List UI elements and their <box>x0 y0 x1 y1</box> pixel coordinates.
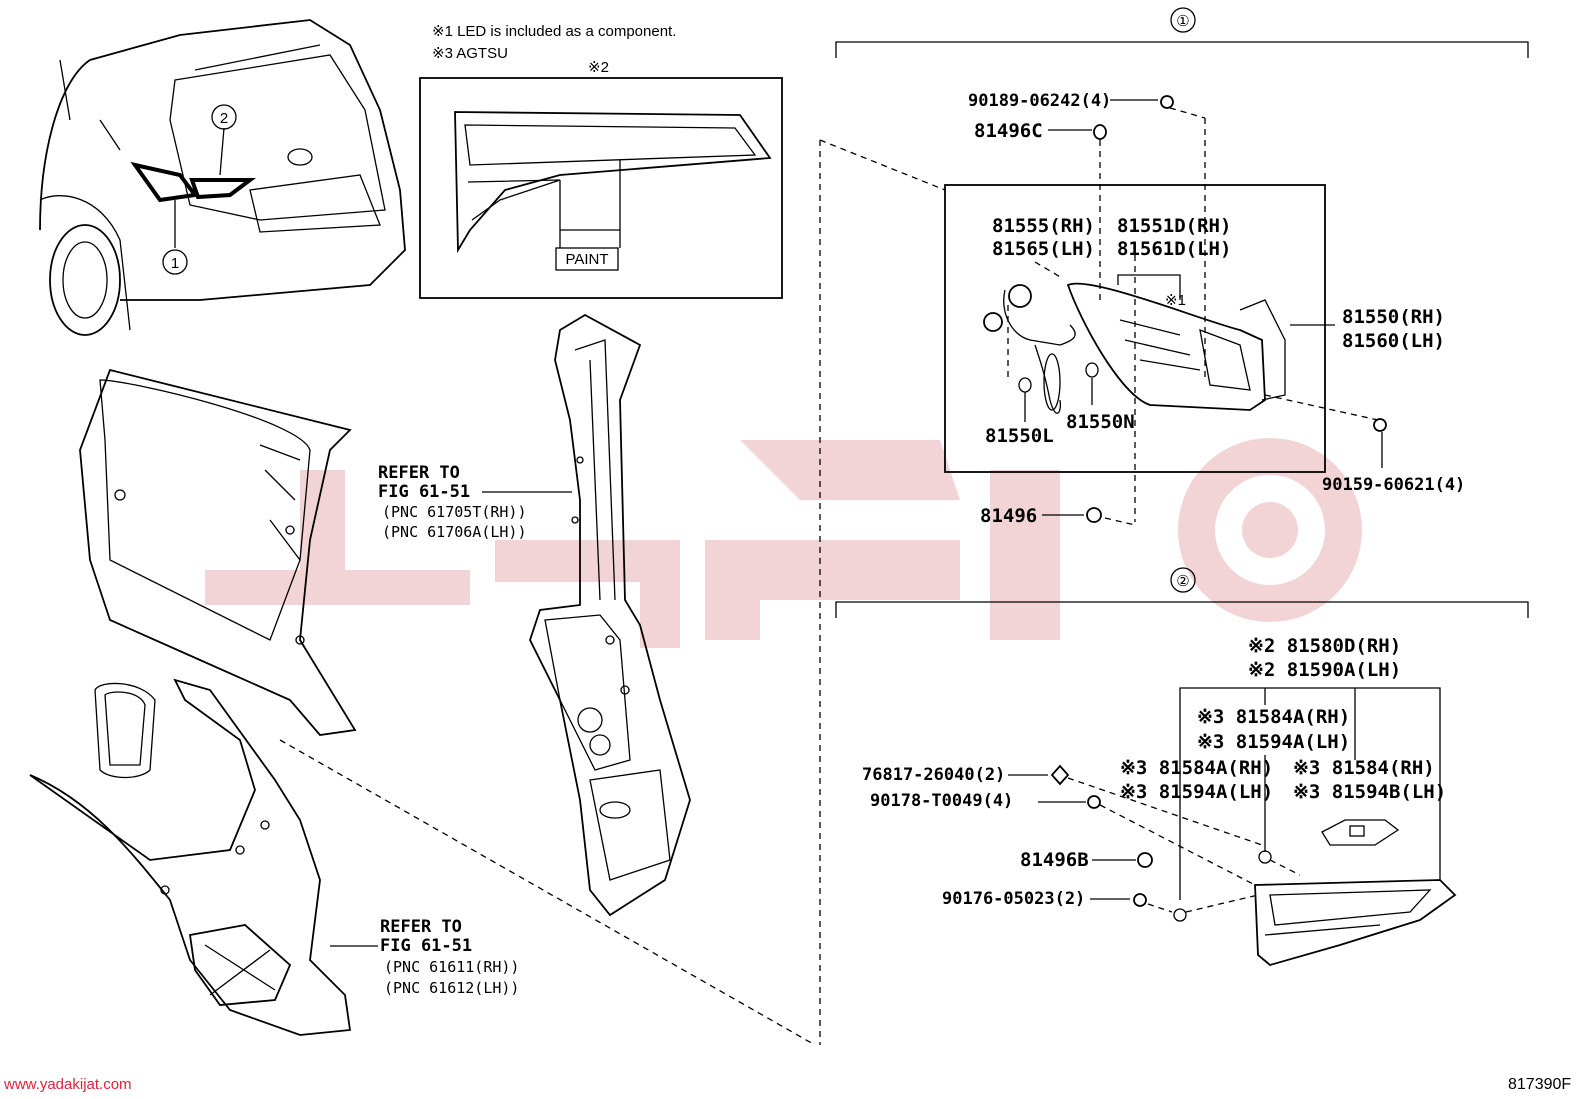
watermark-logo <box>205 438 1362 648</box>
part-81496: 81496 <box>980 505 1037 527</box>
part-90159-60621: 90159-60621(4) <box>1322 475 1465 495</box>
diagram-code: 817390F <box>1508 1076 1572 1093</box>
section-2-bracket: ② <box>835 567 1529 618</box>
vehicle-rear-view: 1 2 <box>39 19 406 336</box>
section-1-marker: ① <box>1176 13 1189 30</box>
paint-label: PAINT <box>565 251 608 268</box>
part-81555-rh: 81555(RH) <box>992 215 1095 237</box>
refer-lower-line2: FIG 61-51 <box>380 936 472 956</box>
upper-body-reference: REFER TO FIG 61-51 (PNC 61705T(RH)) (PNC… <box>378 463 572 541</box>
led-mark: ※1 <box>1165 292 1186 309</box>
paint-inset: PAINT <box>419 77 783 299</box>
part-81561d-lh: 81561D(LH) <box>1117 238 1231 260</box>
section-2-marker: ② <box>1176 573 1189 590</box>
note-led: ※1 LED is included as a component. <box>432 23 676 40</box>
section-2-parts: ※2 81580D(RH) ※2 81590A(LH) ※3 81584A(RH… <box>862 635 1457 966</box>
quarter-panel-upper <box>79 368 357 736</box>
part-81594a-lh-2: ※3 81594A(LH) <box>1120 781 1273 803</box>
part-76817-26040: 76817-26040(2) <box>862 765 1005 785</box>
pnc-upper-rh: (PNC 61705T(RH)) <box>382 503 527 521</box>
callout-1-circle <box>162 249 188 275</box>
footer-watermark-url: www.yadakijat.com <box>4 1076 132 1093</box>
part-81584a-rh-1: ※3 81584A(RH) <box>1197 706 1350 728</box>
refer-upper-line1: REFER TO <box>378 463 460 483</box>
pnc-lower-rh: (PNC 61611(RH)) <box>384 958 519 976</box>
part-81584a-rh-2: ※3 81584A(RH) <box>1120 757 1273 779</box>
section-1-parts: 90189-06242(4) 81496C 81555(RH) 81565(LH… <box>968 91 1465 527</box>
part-81551d-rh: 81551D(RH) <box>1117 215 1231 237</box>
part-81496b: 81496B <box>1020 849 1089 871</box>
part-90176-05023: 90176-05023(2) <box>942 889 1085 909</box>
projection-line-top <box>819 139 946 191</box>
note-agtsu: ※3 AGTSU <box>432 45 508 62</box>
pillar-assembly <box>529 313 691 917</box>
part-81560-lh: 81560(LH) <box>1342 330 1445 352</box>
part-81594a-lh-1: ※3 81594A(LH) <box>1197 731 1350 753</box>
inset-mark: ※2 <box>588 59 609 76</box>
part-81550-rh: 81550(RH) <box>1342 306 1445 328</box>
part-90189-06242: 90189-06242(4) <box>968 91 1111 111</box>
part-81594b-lh: ※3 81594B(LH) <box>1293 781 1446 803</box>
pnc-lower-lh: (PNC 61612(LH)) <box>384 979 519 997</box>
lower-body-reference: REFER TO FIG 61-51 (PNC 61611(RH)) (PNC … <box>330 917 519 997</box>
callout-2-circle <box>211 104 237 130</box>
refer-lower-line1: REFER TO <box>380 917 462 937</box>
part-81496c: 81496C <box>974 120 1043 142</box>
section-1-bracket: ① <box>835 7 1529 473</box>
part-90178-t0049: 90178-T0049(4) <box>870 791 1013 811</box>
quarter-panel-lower <box>29 678 352 1036</box>
part-81565-lh: 81565(LH) <box>992 238 1095 260</box>
projection-line-diagonal <box>279 739 816 1046</box>
pnc-upper-lh: (PNC 61706A(LH)) <box>382 523 527 541</box>
part-81590a-lh: ※2 81590A(LH) <box>1248 659 1401 681</box>
part-81550n: 81550N <box>1066 411 1135 433</box>
part-81550l: 81550L <box>985 425 1054 447</box>
part-81580d-rh: ※2 81580D(RH) <box>1248 635 1401 657</box>
vehicle-callout-2: 2 <box>220 110 228 127</box>
part-81584-rh: ※3 81584(RH) <box>1293 757 1435 779</box>
refer-upper-line2: FIG 61-51 <box>378 482 470 502</box>
vehicle-callout-1: 1 <box>171 255 179 272</box>
